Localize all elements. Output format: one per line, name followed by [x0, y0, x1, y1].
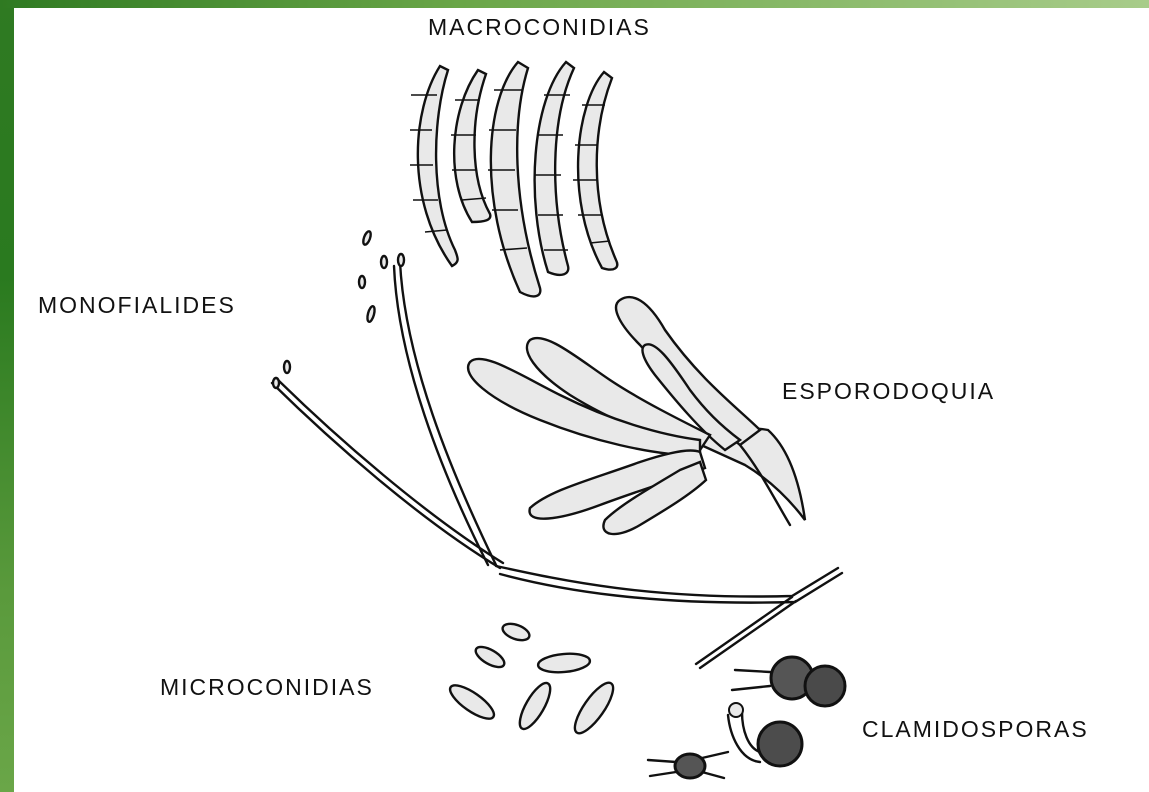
microconidium: [514, 679, 556, 733]
hypha-main: [496, 566, 842, 668]
chlamydospore: [805, 666, 845, 706]
macroconidium-3: [488, 62, 540, 296]
micro-conidium-tip: [381, 256, 387, 268]
label-microconidias: MICROCONIDIAS: [160, 674, 374, 701]
micro-conidium-tip: [284, 361, 290, 373]
chlamydospore: [758, 722, 802, 766]
micro-conidium-tip: [398, 254, 404, 266]
micro-conidium-tip: [362, 230, 372, 245]
phialide-short-edge: [276, 378, 503, 563]
sporodochium-base: [690, 428, 805, 520]
label-monofialides: MONOFIALIDES: [38, 292, 236, 319]
microconidium: [537, 652, 590, 674]
micro-conidium-tip: [359, 276, 365, 288]
phialide-long: [400, 262, 496, 565]
label-esporodoquia: ESPORODOQUIA: [782, 378, 995, 405]
chlamydospore-hypha: [728, 715, 760, 762]
microconidias-group: [446, 621, 620, 739]
micro-conidium-tip: [273, 378, 279, 388]
macroconidium-2: [451, 70, 490, 222]
label-clamidosporas: CLAMIDOSPORAS: [862, 716, 1089, 743]
macroconidium-4: [535, 62, 574, 275]
microconidium: [446, 680, 499, 725]
esporodoquia-group: [468, 297, 805, 534]
label-macroconidias: MACROCONIDIAS: [428, 14, 651, 41]
clamidosporas-group: [648, 657, 845, 778]
microconidium: [473, 643, 508, 671]
macroconidium-1: [410, 66, 458, 266]
chlamydospore: [675, 754, 705, 778]
monofialides-group: [272, 230, 503, 568]
macroconidia-group: [410, 62, 617, 296]
microconidium: [500, 621, 531, 644]
micro-conidium-tip: [366, 305, 376, 322]
phialide-short: [272, 383, 500, 568]
chlamydospore-hypha: [732, 670, 770, 690]
chlamydospore-small: [729, 703, 743, 717]
microconidium: [569, 678, 620, 739]
macroconidium-5: [573, 72, 617, 270]
